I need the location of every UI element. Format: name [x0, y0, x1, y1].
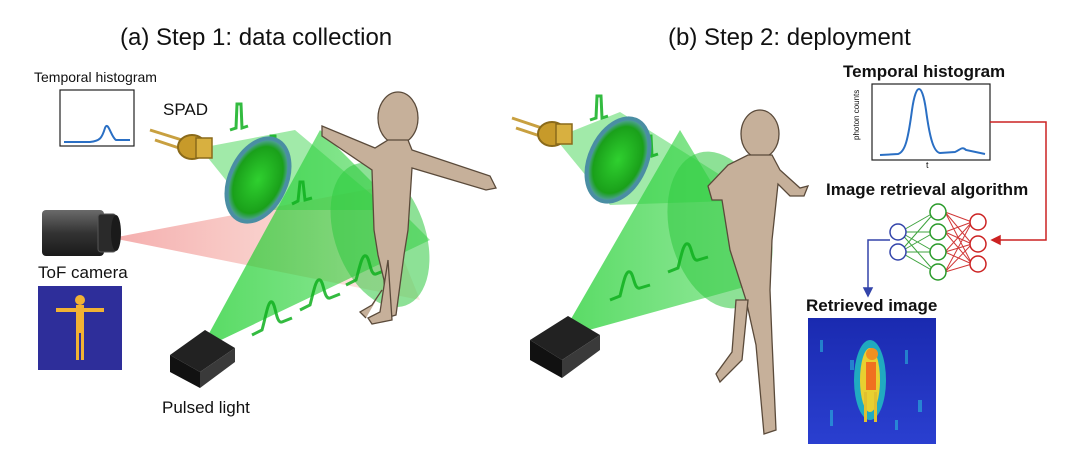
panel-b-title: (b) Step 2: deployment — [668, 24, 911, 51]
spad-detector-b — [511, 116, 573, 147]
tof-image-inset — [38, 286, 122, 370]
lens-a — [224, 136, 292, 224]
pulse-waves-a — [229, 102, 387, 337]
algorithm-label: Image retrieval algorithm — [826, 180, 1029, 199]
panel-a-title: (a) Step 1: data collection — [120, 24, 393, 51]
retrieved-image-label: Retrieved image — [806, 296, 938, 315]
temporal-histogram-label-b: Temporal histogram — [843, 62, 1006, 81]
human-figure-b — [707, 109, 810, 435]
spad-detector-a — [149, 128, 213, 160]
arrow-network-to-image — [862, 239, 890, 298]
histogram-inset-a — [59, 89, 135, 147]
human-figure-a — [321, 91, 497, 325]
spad-label: SPAD — [163, 100, 209, 119]
neural-network — [889, 203, 987, 281]
tof-camera-label: ToF camera — [38, 263, 128, 282]
pulsed-light-source-a — [170, 330, 235, 388]
retrieved-image — [808, 318, 936, 444]
histogram-xlabel: t — [926, 160, 929, 170]
histogram-ylabel: photon counts — [852, 89, 861, 140]
lens-b — [584, 116, 652, 204]
tof-camera-body — [42, 210, 121, 256]
pulsed-light-label: Pulsed light — [162, 398, 250, 417]
pulsed-light-source-b — [530, 316, 600, 378]
temporal-histogram-label-a: Temporal histogram — [34, 69, 157, 85]
arrow-histogram-to-network — [990, 121, 1047, 246]
histogram-plot-b — [871, 83, 991, 161]
